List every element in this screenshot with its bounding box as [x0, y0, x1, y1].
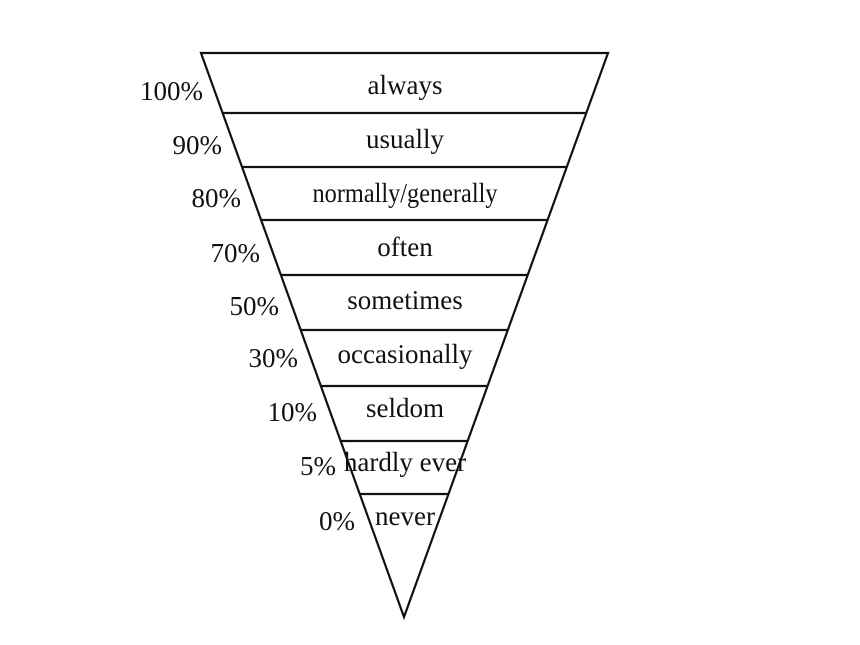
band-label: normally/generally [313, 178, 498, 208]
band-label: never [375, 501, 435, 531]
band-label: often [377, 232, 433, 262]
percent-labels: 100% 90% 80% 70% 50% 30% 10% 5% 0% [140, 76, 355, 536]
percent-label: 5% [300, 451, 336, 481]
percent-label: 0% [319, 506, 355, 536]
percent-label: 10% [268, 397, 318, 427]
percent-label: 100% [140, 76, 203, 106]
band-label: always [368, 70, 443, 100]
funnel-outline [199, 51, 610, 621]
band-label: occasionally [338, 339, 473, 369]
percent-label: 70% [211, 238, 261, 268]
band-label: hardly ever [344, 447, 466, 477]
band-label: sometimes [347, 285, 463, 315]
band-label: usually [366, 124, 444, 154]
percent-label: 30% [249, 343, 299, 373]
band-dividers [222, 111, 587, 496]
band-labels: always usually normally/generally often some… [313, 70, 498, 531]
percent-label: 50% [230, 291, 280, 321]
percent-label: 80% [192, 183, 242, 213]
band-label: seldom [366, 393, 444, 423]
percent-label: 90% [173, 130, 223, 160]
